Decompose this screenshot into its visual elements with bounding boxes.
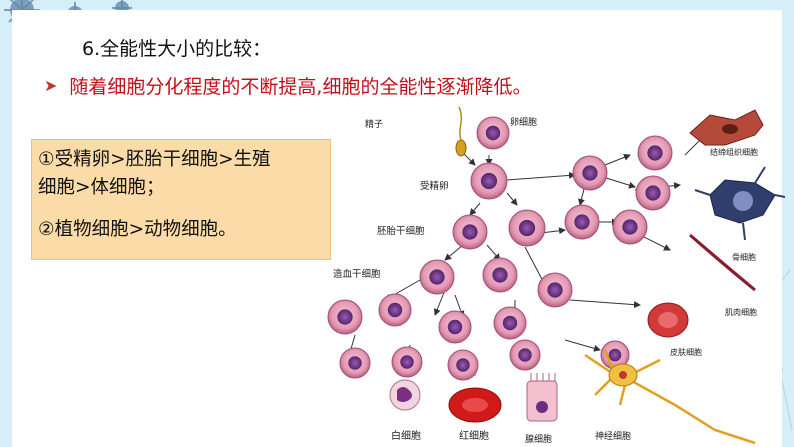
note-line-3: ②植物细胞>动物细胞。 — [38, 219, 237, 240]
label-nerve: 神经细胞 — [595, 430, 631, 442]
cell — [327, 299, 363, 335]
bullet-point: ➤ 随着细胞分化程度的不断提高,细胞的全能性逐渐降低。 — [44, 72, 531, 99]
note-line-1: ①受精卵>胚胎干细胞>生殖 — [38, 149, 271, 170]
cell — [438, 310, 472, 344]
bone-cell — [694, 166, 785, 241]
cell — [476, 116, 510, 150]
label-zygote: 受精卵 — [420, 180, 449, 192]
cell — [493, 306, 527, 340]
arrows — [343, 134, 706, 376]
page-title: 6.全能性大小的比较： — [82, 38, 272, 60]
label-muscle: 肌肉细胞 — [725, 307, 757, 317]
label-red-blood: 红细胞 — [459, 429, 489, 442]
label-bone: 骨细胞 — [732, 252, 756, 262]
cell-differentiation-diagram: 精子 卵细胞 受精卵 胚胎干细胞 造血干细胞 结缔组织细胞 骨细胞 肌肉细胞 皮… — [327, 106, 785, 445]
label-egg: 卵细胞 — [510, 116, 537, 128]
connective-tissue-cell — [689, 109, 764, 146]
cell — [612, 209, 648, 245]
note-box: ①受精卵>胚胎干细胞>生殖 细胞>体细胞； ②植物细胞>动物细胞。 — [31, 139, 331, 260]
nerve-cell — [584, 349, 756, 445]
cell — [637, 135, 673, 171]
label-connective: 结缔组织细胞 — [710, 147, 758, 157]
label-white-blood: 白细胞 — [391, 429, 421, 442]
cell — [452, 214, 488, 250]
glandular-cell — [526, 373, 558, 422]
arrow-bullet-icon: ➤ — [44, 76, 58, 95]
label-skin: 皮肤细胞 — [670, 347, 702, 357]
cells — [327, 116, 673, 381]
sperm-cell — [455, 106, 467, 157]
cell — [447, 349, 479, 381]
white-blood-cell — [389, 379, 421, 411]
label-hematopoietic-stem: 造血干细胞 — [333, 268, 381, 280]
cell — [339, 347, 371, 379]
cell — [600, 340, 630, 370]
label-glandular: 腺细胞 — [525, 433, 552, 445]
cell — [482, 257, 518, 293]
red-blood-cell — [448, 387, 502, 423]
note-line-2: 细胞>体细胞； — [38, 177, 165, 198]
cell — [537, 272, 573, 308]
cell — [419, 259, 455, 295]
cell — [564, 204, 600, 240]
cell — [470, 162, 508, 200]
cell — [572, 155, 608, 191]
cell — [508, 209, 546, 247]
label-sperm: 精子 — [365, 118, 383, 130]
bullet-text: 随着细胞分化程度的不断提高,细胞的全能性逐渐降低。 — [69, 76, 532, 98]
cell — [378, 293, 412, 327]
skin-cell — [647, 302, 689, 338]
muscle-cell — [689, 233, 756, 292]
cell — [509, 339, 541, 371]
cell — [391, 346, 423, 378]
cell — [635, 175, 671, 211]
label-embryonic-stem: 胚胎干细胞 — [377, 225, 425, 237]
